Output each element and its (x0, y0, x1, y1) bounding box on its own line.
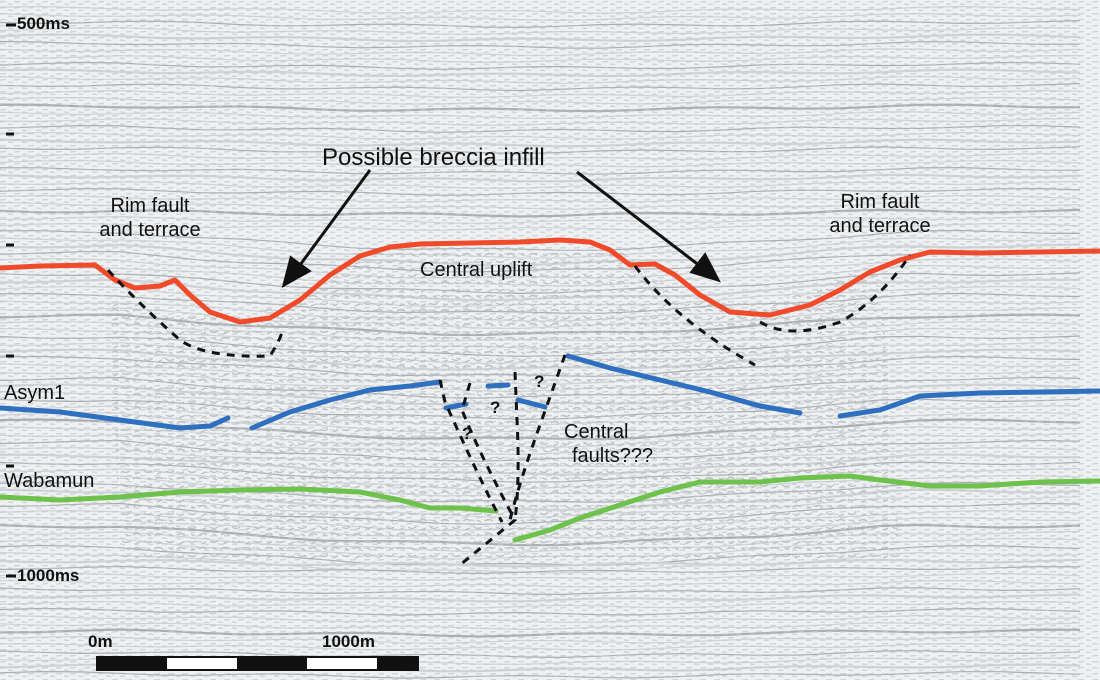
green-horizon-line (0, 473, 1100, 543)
question-mark-3: ? (462, 424, 473, 443)
red-horizon-line (0, 237, 1100, 325)
rim-right-line1: Rim fault (840, 191, 920, 213)
annotation-rim-left: Rim fault and terrace (80, 194, 220, 242)
horizon-label-asym1: Asym1 (4, 382, 66, 404)
central-faults-line1: Central (564, 421, 629, 443)
scale-bar (96, 656, 419, 671)
time-label-500ms: 500ms (17, 14, 70, 33)
scale-label-end: 1000m (322, 632, 375, 651)
breccia-arrows (281, 169, 721, 289)
horizon-label-wabamun: Wabamun (4, 470, 95, 492)
rim-left-line2: and terrace (99, 219, 201, 241)
scale-label-start: 0m (88, 632, 113, 651)
question-mark-2: ? (490, 398, 501, 417)
annotation-rim-right: Rim fault and terrace (810, 190, 950, 238)
time-axis-ticks (6, 23, 16, 578)
rim-left-line1: Rim fault (110, 195, 190, 217)
central-faults-line2: faults??? (572, 445, 654, 467)
annotation-possible-breccia: Possible breccia infill (322, 144, 545, 171)
rim-right-line2: and terrace (829, 215, 931, 237)
annotation-central-faults: Central faults??? (560, 420, 690, 468)
annotation-central-uplift: Central uplift (420, 259, 533, 281)
question-mark-1: ? (534, 372, 545, 391)
time-label-1000ms: 1000ms (17, 566, 80, 585)
blue-horizon-line (0, 353, 1100, 431)
fault-lines (106, 254, 912, 567)
